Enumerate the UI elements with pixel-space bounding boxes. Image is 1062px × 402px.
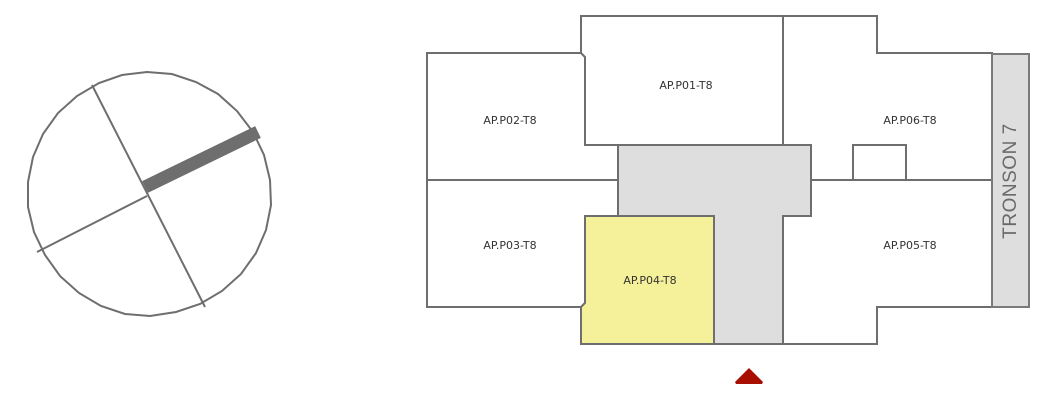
unit-label: AP.P01-T8 [659,79,712,92]
unit-label: AP.P06-T8 [883,114,936,127]
unit-label: AP.P03-T8 [483,239,536,252]
compass-ring [27,70,273,318]
entrance-arrow-icon [735,368,763,384]
tronson-block[interactable]: TRONSON 7 [991,53,1030,308]
unit-ap-p06[interactable]: AP.P06-T8 [782,15,993,181]
unit-ap-p01[interactable]: AP.P01-T8 [580,15,784,146]
compass [27,70,273,318]
tronson-label: TRONSON 7 [1000,123,1021,238]
compass-axis-line [91,84,206,308]
unit-label: AP.P04-T8 [623,274,676,287]
unit-label: AP.P02-T8 [483,114,536,127]
compass-axis-line [36,195,148,253]
compass-needle-icon [142,126,261,193]
unit-label: AP.P05-T8 [883,239,936,252]
unit-ap-p05[interactable]: AP.P05-T8 [782,179,993,345]
unit-ap-p04[interactable]: AP.P04-T8 [580,215,715,345]
